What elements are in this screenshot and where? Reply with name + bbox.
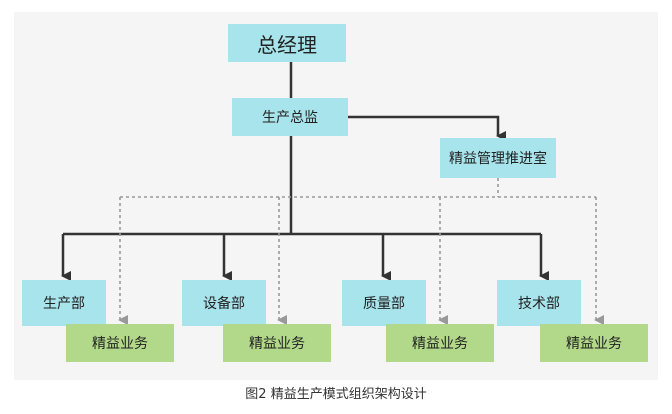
department-box-technology: 技术部 [497,280,581,326]
department-box-equipment: 设备部 [182,280,266,326]
line-director-to-office [348,115,506,141]
lean-business-box-3: 精益业务 [386,324,494,362]
department-box-production: 生产部 [22,280,106,326]
lean-business-box-1: 精益业务 [66,324,174,362]
ceo-box: 总经理 [228,24,346,62]
figure-caption: 图2 精益生产模式组织架构设计 [245,387,427,402]
lean-business-box-2: 精益业务 [223,324,331,362]
director-box: 生产总监 [232,98,348,136]
department-box-quality: 质量部 [342,280,426,326]
lean-office-box: 精益管理推进室 [440,138,556,178]
lean-business-box-4: 精益业务 [540,324,648,362]
